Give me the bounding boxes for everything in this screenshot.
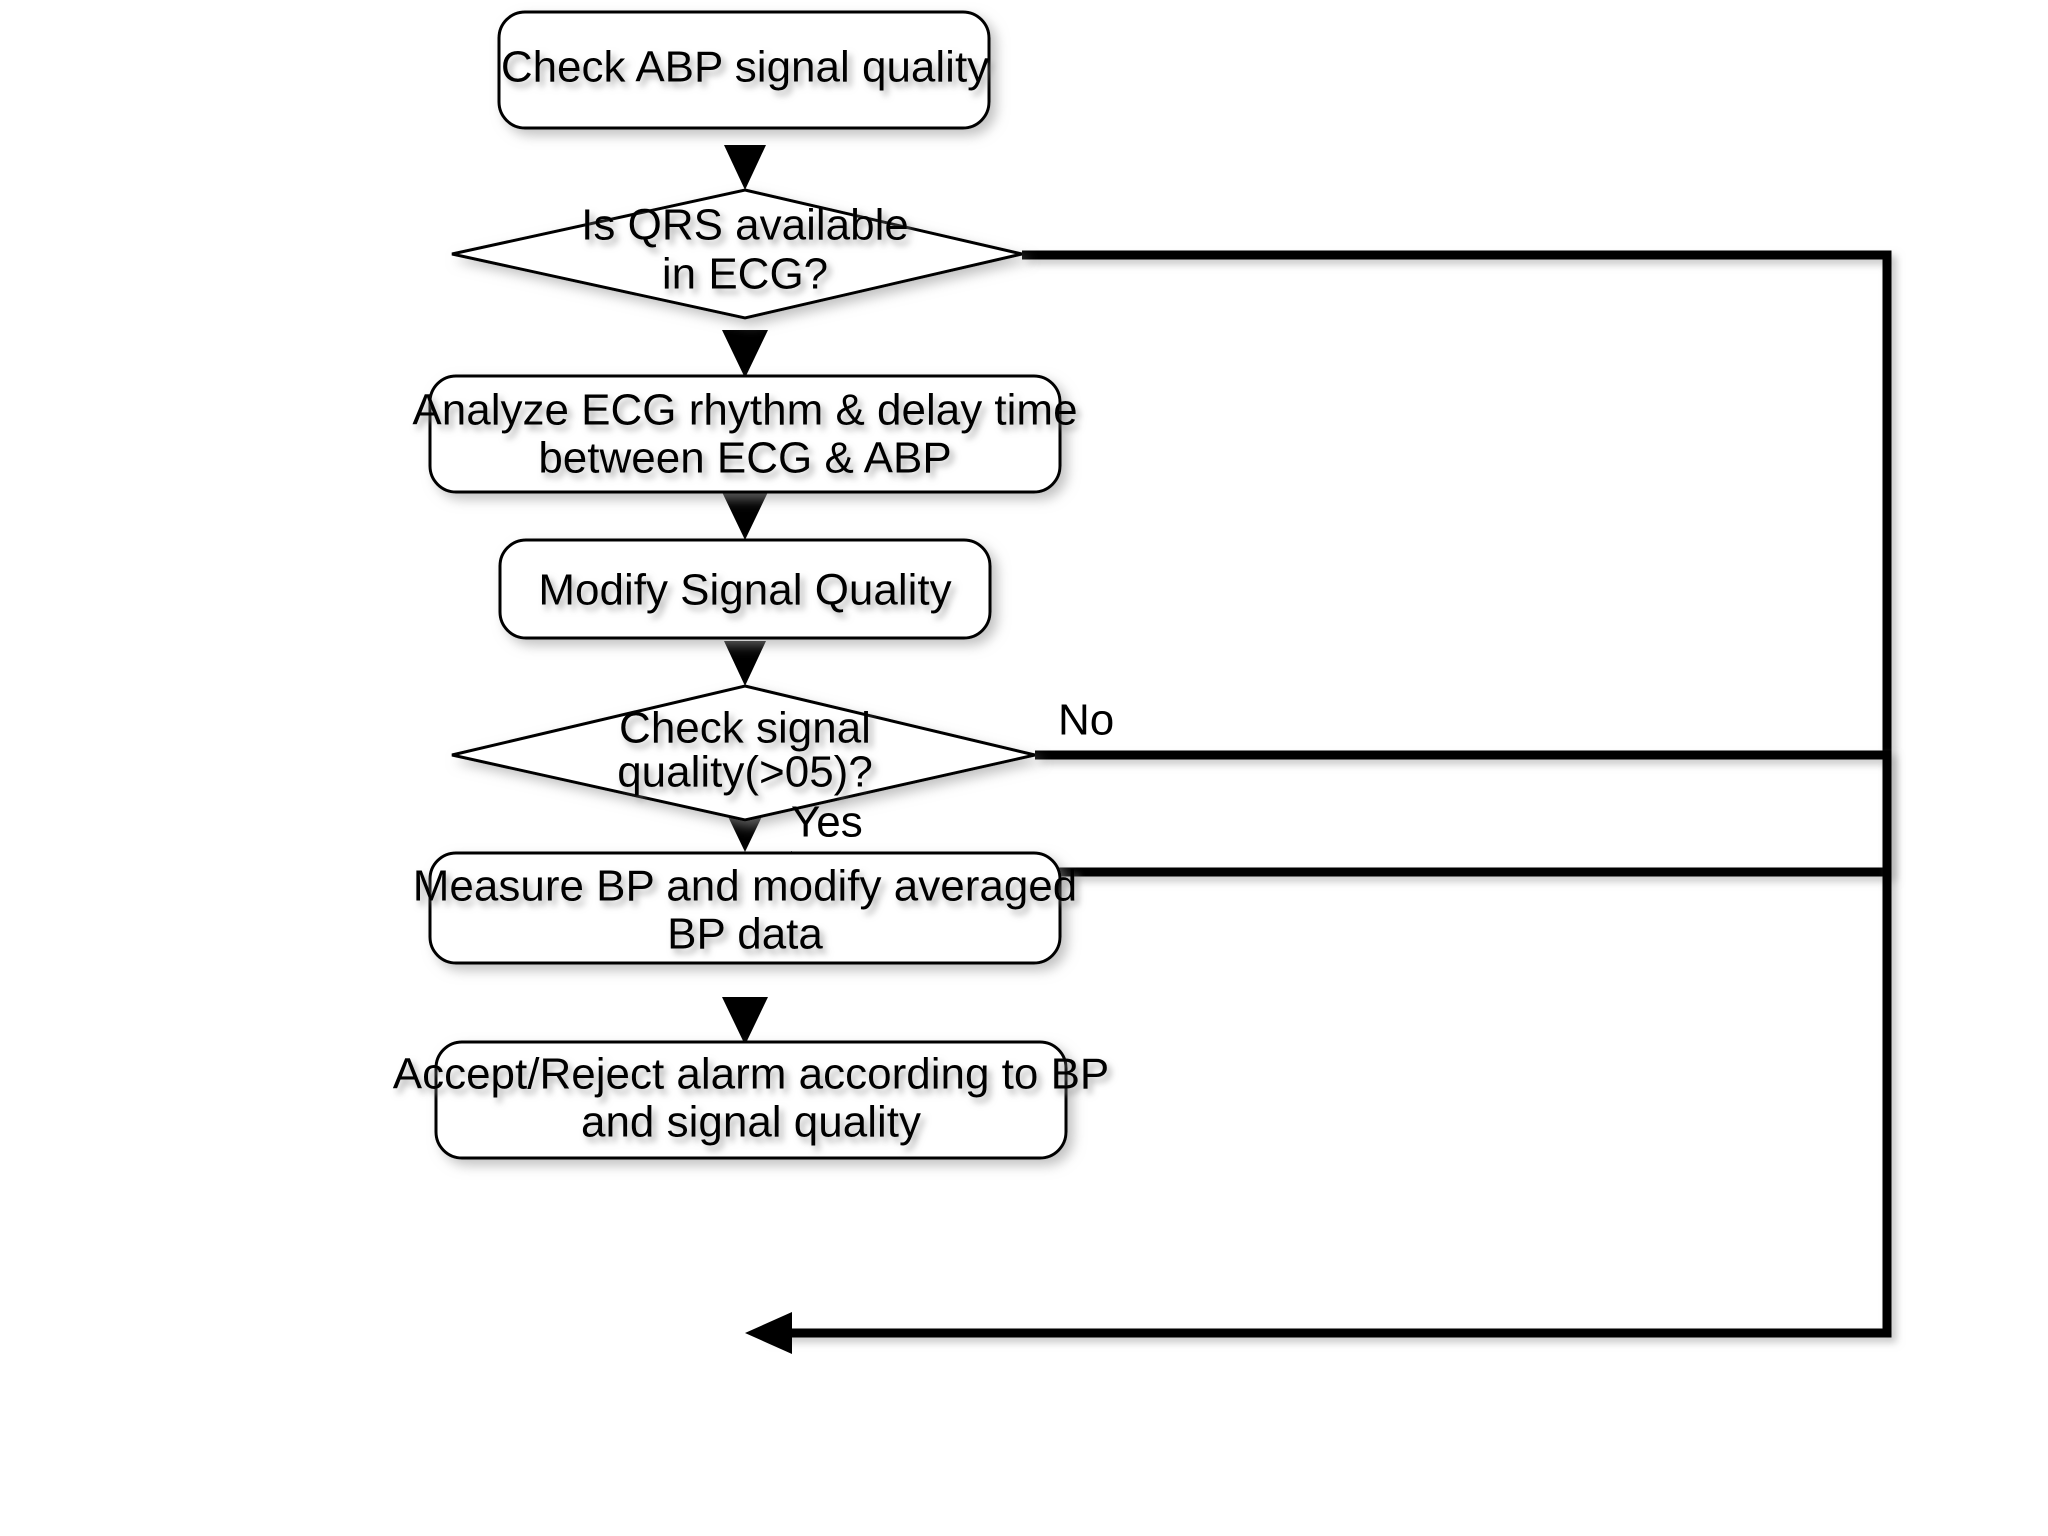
arrowhead-to-analyze: [722, 330, 768, 378]
node-measure-bp-shape: [428, 851, 1062, 965]
node-modify-quality-label: Modify Signal Quality: [538, 566, 951, 615]
node-analyze-ecg-shape: [428, 374, 1062, 494]
node-check-quality-label-line1: Check signal: [619, 704, 871, 753]
node-check-quality-label-line2: quality(>05)?: [617, 748, 873, 797]
node-measure-bp-label-line1: Measure BP and modify averaged: [413, 862, 1077, 911]
node-is-qrs-shape: [451, 188, 1023, 320]
connector-qrs-no-bypass: [765, 250, 1892, 877]
node-is-qrs[interactable]: Is QRS available in ECG?: [451, 188, 1023, 320]
node-accept-reject-label-line2: and signal quality: [581, 1098, 921, 1147]
node-accept-reject[interactable]: Accept/Reject alarm according to BP and …: [393, 1040, 1110, 1160]
connector-quality-no-bypass: [765, 750, 1892, 1338]
node-analyze-ecg-label-line1: Analyze ECG rhythm & delay time: [412, 386, 1077, 435]
node-measure-bp-label-line2: BP data: [667, 910, 823, 959]
node-accept-reject-label-line1: Accept/Reject alarm according to BP: [393, 1050, 1110, 1099]
node-check-quality[interactable]: Check signal quality(>05)?: [451, 684, 1036, 822]
arrowhead-to-modify: [722, 492, 768, 540]
node-analyze-ecg[interactable]: Analyze ECG rhythm & delay time between …: [412, 374, 1078, 494]
node-check-quality-shape: [451, 684, 1036, 822]
arrowhead-to-is-qrs: [724, 145, 766, 190]
node-check-abp-shape: [497, 10, 991, 130]
node-accept-reject-shape: [434, 1040, 1068, 1160]
node-analyze-ecg-label-line2: between ECG & ABP: [538, 434, 951, 483]
arrowhead-to-accept-reject: [722, 997, 768, 1045]
node-measure-bp[interactable]: Measure BP and modify averaged BP data: [413, 851, 1077, 965]
arrowhead-to-check-quality: [724, 641, 766, 686]
node-check-abp[interactable]: Check ABP signal quality: [497, 10, 991, 130]
node-is-qrs-label-line2: in ECG?: [662, 250, 828, 299]
edge-label-yes: Yes: [791, 798, 863, 847]
node-is-qrs-label-line1: Is QRS available: [581, 201, 909, 250]
node-check-abp-label: Check ABP signal quality: [501, 43, 989, 92]
node-modify-quality[interactable]: Modify Signal Quality: [498, 538, 992, 640]
node-modify-quality-shape: [498, 538, 992, 640]
arrowhead-quality-bypass: [745, 1312, 792, 1354]
edge-label-no: No: [1058, 696, 1114, 745]
